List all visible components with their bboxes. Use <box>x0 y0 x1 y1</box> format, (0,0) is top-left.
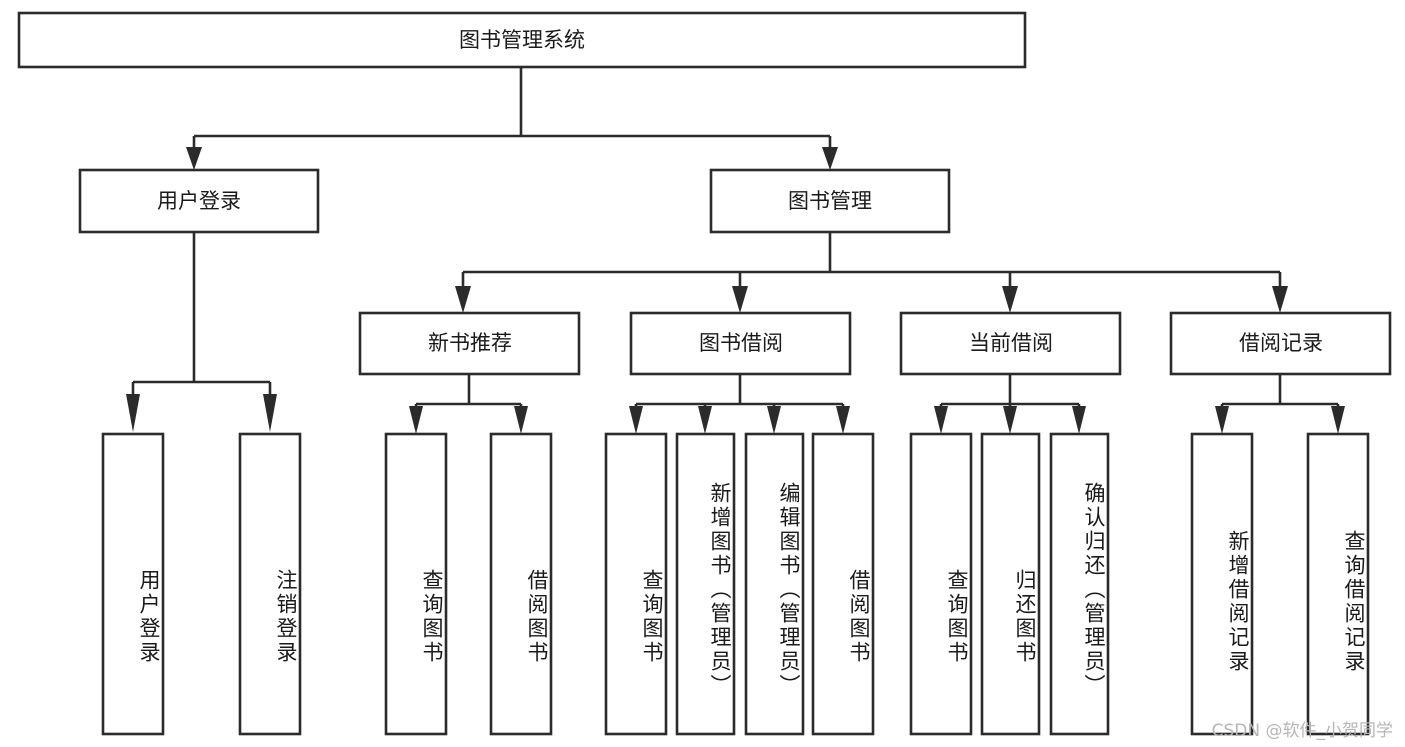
leaf-boxes-user-login <box>101 432 302 736</box>
node-root-label: 图书管理系统 <box>459 28 585 52</box>
leaf-box-bb-2[interactable] <box>744 432 805 736</box>
watermark-text: CSDN @软件_小贺同学 <box>1211 721 1393 741</box>
leaf-box-user-login-0[interactable] <box>101 432 165 736</box>
node-book-borrow-box[interactable] <box>629 311 852 376</box>
connector-group-bookmgmt <box>455 232 1288 313</box>
arrow-head-userlogin-leaf2 <box>263 394 277 432</box>
node-user-login-box[interactable] <box>78 168 320 234</box>
leaf-box-br-0[interactable] <box>1190 432 1254 736</box>
arrow-head-nbr-leaf1 <box>409 406 423 434</box>
arrow-head-bb-leaf3 <box>767 406 781 434</box>
connector-group-userlogin <box>126 232 277 432</box>
arrow-head-cb-leaf3 <box>1072 406 1086 434</box>
connector-group-borrow-record <box>1215 374 1345 434</box>
connector-group-root <box>186 67 838 170</box>
arrow-head-userlogin <box>186 147 202 170</box>
arrow-head-bb-leaf1 <box>629 406 643 434</box>
connector-group-new-book-recommend <box>409 374 528 434</box>
connector-group-current-borrow <box>934 374 1086 434</box>
node-borrow-record-label: 借阅记录 <box>1239 331 1323 355</box>
node-user-login[interactable]: 用户登录 <box>78 168 320 234</box>
arrow-head-borrow-record <box>1272 286 1288 313</box>
arrow-head-br-leaf1 <box>1215 406 1229 434</box>
arrow-head-bookmgmt <box>822 147 838 170</box>
leaf-box-bb-3[interactable] <box>811 432 875 736</box>
node-book-management-box[interactable] <box>709 168 951 234</box>
node-new-book-recommend-box[interactable] <box>358 311 581 376</box>
node-book-borrow[interactable]: 图书借阅 <box>629 311 852 376</box>
arrow-head-cb-leaf1 <box>934 406 948 434</box>
leaf-box-bb-0[interactable] <box>604 432 668 736</box>
arrow-head-bb-leaf4 <box>836 406 850 434</box>
leaf-boxes-book-borrow <box>604 432 875 736</box>
node-root-box[interactable] <box>17 11 1027 69</box>
node-current-borrow[interactable]: 当前借阅 <box>899 311 1122 376</box>
arrow-head-new-book-recommend <box>455 286 471 313</box>
leaf-box-cb-1[interactable] <box>980 432 1041 736</box>
leaf-boxes-new-book-recommend <box>384 432 553 736</box>
leaf-box-br-1[interactable] <box>1306 432 1370 736</box>
leaf-boxes-current-borrow <box>909 432 1110 736</box>
node-book-management-label: 图书管理 <box>788 189 872 213</box>
arrow-head-nbr-leaf2 <box>514 406 528 434</box>
node-new-book-recommend-label: 新书推荐 <box>428 331 512 355</box>
node-book-borrow-label: 图书借阅 <box>699 331 783 355</box>
arrow-head-cb-leaf2 <box>1003 406 1017 434</box>
arrow-head-book-borrow <box>732 286 748 313</box>
node-new-book-recommend[interactable]: 新书推荐 <box>358 311 581 376</box>
node-root[interactable]: 图书管理系统 <box>17 11 1027 69</box>
leaf-boxes-borrow-record <box>1190 432 1370 736</box>
leaf-box-nbr-1[interactable] <box>489 432 553 736</box>
arrow-head-current-borrow <box>1002 286 1018 313</box>
leaf-box-cb-0[interactable] <box>909 432 973 736</box>
leaf-box-user-login-1[interactable] <box>238 432 302 736</box>
node-current-borrow-label: 当前借阅 <box>969 331 1053 355</box>
node-borrow-record[interactable]: 借阅记录 <box>1169 311 1392 376</box>
node-user-login-label: 用户登录 <box>157 189 241 213</box>
leaf-box-nbr-0[interactable] <box>384 432 448 736</box>
connector-group-book-borrow <box>629 374 850 434</box>
node-borrow-record-box[interactable] <box>1169 311 1392 376</box>
node-book-management[interactable]: 图书管理 <box>709 168 951 234</box>
leaf-box-bb-1[interactable] <box>675 432 736 736</box>
node-current-borrow-box[interactable] <box>899 311 1122 376</box>
arrow-head-bb-leaf2 <box>698 406 712 434</box>
arrow-head-br-leaf2 <box>1331 406 1345 434</box>
arrow-head-userlogin-leaf1 <box>126 394 140 432</box>
leaf-box-cb-2[interactable] <box>1049 432 1110 736</box>
